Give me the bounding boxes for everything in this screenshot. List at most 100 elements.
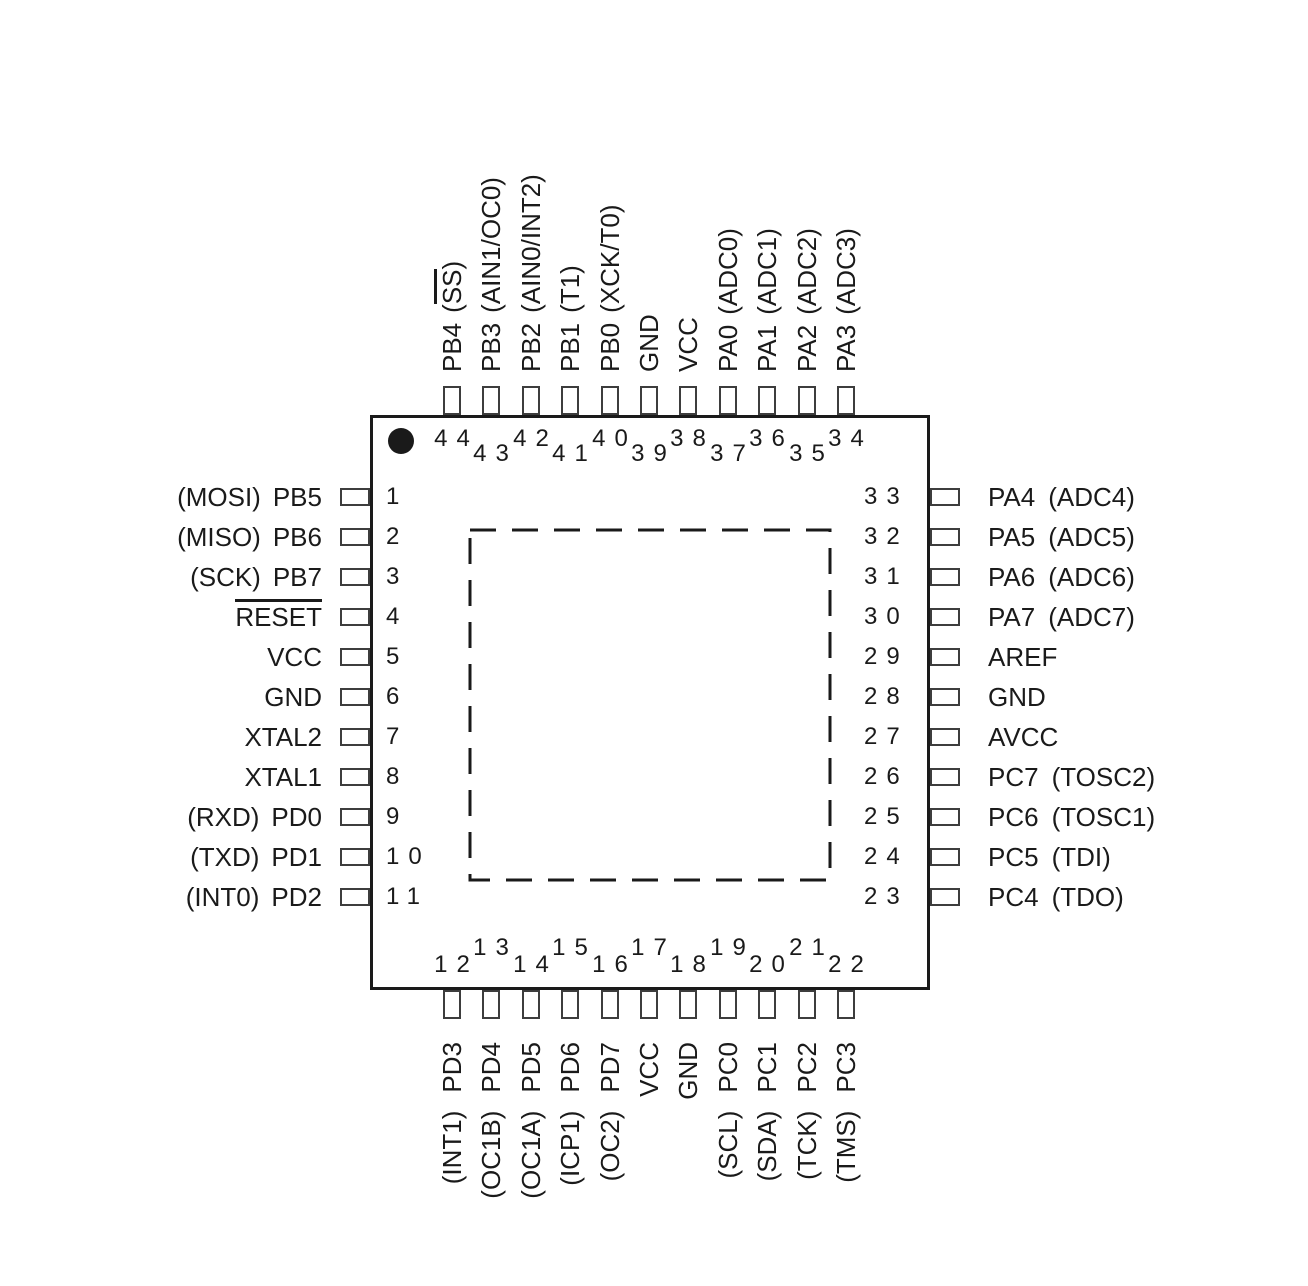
pin-stub-21 [798,990,816,1019]
pin-number-17: 17 [631,934,676,961]
pin-stub-38 [679,386,697,415]
pin-stub-37 [719,386,737,415]
pin-function: (RXD) [187,802,260,832]
pin-label-33: PA4(ADC4) [988,482,1298,512]
pin-name: VCC [267,642,322,672]
pin-name: PC1 [752,1042,782,1093]
pin-name: RESET [235,599,322,632]
pin-name: PC3 [831,1042,861,1093]
pin-number-33: 33 [864,483,909,510]
pin-name: PC4 [988,882,1039,912]
pin-name: PD6 [555,1042,585,1093]
pin-stub-27 [930,728,960,746]
pin-stub-14 [522,990,540,1019]
pin-stub-28 [930,688,960,706]
pin-number-37: 37 [710,440,755,467]
pin-label-8: XTAL1 [28,762,322,792]
pin-number-27: 27 [864,723,909,750]
pin-function: (INT0) [185,882,260,912]
pin-number-4: 4 [386,603,409,630]
pin-number-42: 42 [513,425,558,452]
pin-number-36: 36 [749,425,794,452]
pin-stub-19 [719,990,737,1019]
pin-function: (ADC5) [1048,522,1135,552]
pin1-indicator-dot [388,428,414,454]
pin-name: GND [988,682,1046,712]
pin-name: PA7 [988,602,1036,632]
pin-stub-22 [837,990,855,1019]
pin-stub-35 [798,386,816,415]
pin-stub-40 [601,386,619,415]
pin-stub-41 [561,386,579,415]
pin-stub-11 [340,888,370,906]
pin-label-12: (INT1)PD3 [437,1042,467,1184]
pin-number-18: 18 [670,951,715,978]
pin-label-21: (TCK)PC2 [792,1042,822,1180]
pin-number-23: 23 [864,883,909,910]
pin-number-22: 22 [828,951,873,978]
pin-stub-12 [443,990,461,1019]
pin-stub-17 [640,990,658,1019]
pin-label-19: (SCL)PC0 [713,1042,743,1178]
pin-name: PC6 [988,802,1039,832]
pin-number-39: 39 [631,440,676,467]
pin-stub-4 [340,608,370,626]
pin-number-2: 2 [386,523,409,550]
pin-number-20: 20 [749,951,794,978]
pin-name: GND [673,1042,703,1100]
pin-function: (MISO) [177,522,261,552]
pin-stub-32 [930,528,960,546]
pin-name: XTAL1 [244,762,322,792]
pin-number-41: 41 [552,440,597,467]
pin-stub-9 [340,808,370,826]
pin-stub-33 [930,488,960,506]
pin-number-15: 15 [552,934,597,961]
pin-name: PD0 [271,802,322,832]
overline-text: RESET [235,599,322,632]
pin-name: PC0 [713,1042,743,1093]
pin-label-22: (TMS) PC3 [831,1042,861,1183]
pin-label-16: (OC2)PD7 [595,1042,625,1181]
pin-name: PC5 [988,842,1039,872]
pin-number-40: 40 [592,425,637,452]
pin-label-17: VCC [634,1042,664,1097]
pin-stub-42 [522,386,540,415]
pin-number-30: 30 [864,603,909,630]
pin-label-31: PA6(ADC6) [988,562,1298,592]
pin-stub-31 [930,568,960,586]
pin-number-14: 14 [513,951,558,978]
pin-label-6: GND [28,682,322,712]
pin-label-4: RESET [28,599,322,632]
pin-number-25: 25 [864,803,909,830]
pin-number-21: 21 [789,934,834,961]
pin-label-5: VCC [28,642,322,672]
pin-label-24: PC5(TDI) [988,842,1298,872]
pin-number-12: 12 [434,951,479,978]
pin-number-13: 13 [473,934,518,961]
pin-name: VCC [634,1042,664,1097]
pin-stub-25 [930,808,960,826]
pin-number-35: 35 [789,440,834,467]
pin-stub-1 [340,488,370,506]
pin-function: (TMS) [831,1110,861,1183]
pin-name: PD1 [271,842,322,872]
pin-stub-26 [930,768,960,786]
pin-label-10: (TXD)PD1 [28,842,322,872]
pin-stub-8 [340,768,370,786]
pin-function: (ICP1) [555,1110,585,1186]
pin-label-7: XTAL2 [28,722,322,752]
pin-function: (OC1A) [516,1110,546,1199]
pin-number-1: 1 [386,483,409,510]
pin-function: (TCK) [792,1110,822,1180]
pin-function: (MOSI) [177,482,261,512]
pin-label-23: PC4(TDO) [988,882,1298,912]
pin-name: PC7 [988,762,1039,792]
pin-number-34: 34 [828,425,873,452]
pin-number-43: 43 [473,440,518,467]
pin-number-32: 32 [864,523,909,550]
pin-stub-16 [601,990,619,1019]
pin-number-44: 44 [434,425,479,452]
pin-number-16: 16 [592,951,637,978]
